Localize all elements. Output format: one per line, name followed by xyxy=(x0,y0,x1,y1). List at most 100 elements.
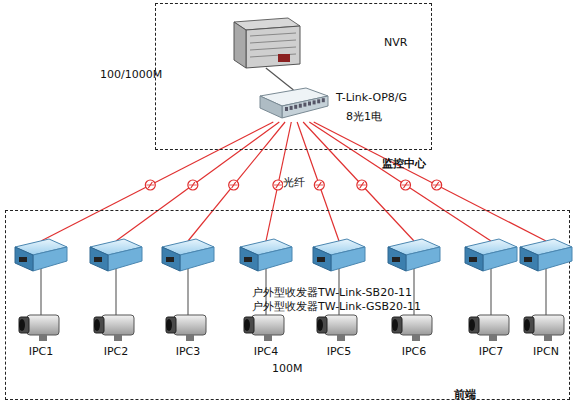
camera-unit: IPC3 xyxy=(160,237,216,362)
nvr-device: NVR xyxy=(226,16,301,68)
fiber-symbol-mark xyxy=(146,185,154,186)
camera-glass xyxy=(244,319,250,331)
camera-mount xyxy=(337,335,345,341)
switch-illustration xyxy=(256,86,331,122)
transceiver-side xyxy=(313,247,331,271)
camera-glass xyxy=(19,319,25,331)
camera-glass xyxy=(469,319,475,331)
fiber-symbol xyxy=(357,180,367,190)
transceiver-side xyxy=(90,247,108,271)
unit-illustration xyxy=(88,237,144,362)
annotation-label: 户外型收发器 xyxy=(252,286,318,299)
transceiver-side xyxy=(15,247,33,271)
transceiver-front xyxy=(33,247,67,271)
network-cable xyxy=(115,269,116,315)
camera-glass xyxy=(392,319,398,331)
unit-illustration xyxy=(13,237,69,362)
fiber-symbol xyxy=(314,180,324,190)
camera-glass xyxy=(94,319,100,331)
unit-illustration xyxy=(238,237,294,362)
network-cable xyxy=(490,269,491,315)
fiber-symbol-mark xyxy=(230,185,238,186)
nvr-slot xyxy=(250,40,296,43)
fiber-symbol-mark xyxy=(189,185,197,186)
camera-name: IPC3 xyxy=(160,345,216,358)
transceiver-port xyxy=(524,257,532,262)
transceiver-port xyxy=(166,257,174,262)
fiber-link xyxy=(41,122,273,241)
transceiver-side xyxy=(388,247,406,271)
fiber-symbol-mark xyxy=(358,185,366,186)
link-label: 100/1000M xyxy=(100,68,162,81)
camera-unit: IPC6 xyxy=(386,237,442,362)
fiber-symbol-ring xyxy=(188,180,198,190)
camera-name: IPC1 xyxy=(13,345,69,358)
camera-lens xyxy=(317,317,327,333)
transceiver-front xyxy=(331,247,365,271)
camera-name: IPCN xyxy=(518,345,574,358)
switch-port xyxy=(294,105,297,109)
camera-unit: IPC4 xyxy=(238,237,294,362)
transceiver-side xyxy=(465,247,483,271)
camera-name: IPC4 xyxy=(238,345,294,358)
zone-title: 前端 xyxy=(454,388,476,401)
camera-mount xyxy=(186,335,194,341)
unit-illustration xyxy=(463,237,519,362)
fiber-symbol xyxy=(145,180,155,190)
switch-port xyxy=(290,106,293,110)
device-name: NVR xyxy=(384,36,407,49)
transceiver-front xyxy=(483,247,517,271)
camera-unit: IPC5 xyxy=(311,237,367,362)
fiber-symbol-ring xyxy=(400,180,410,190)
fiber-link xyxy=(116,122,279,241)
camera-body xyxy=(102,315,134,335)
transceiver-side xyxy=(240,247,258,271)
fiber-symbol-mark xyxy=(315,185,323,186)
camera-lens xyxy=(166,317,176,333)
fiber-link xyxy=(314,122,546,241)
camera-body xyxy=(532,315,564,335)
camera-unit: IPCN xyxy=(518,237,574,362)
transceiver-port xyxy=(317,257,325,262)
switch-port xyxy=(322,98,325,102)
network-cable xyxy=(545,269,546,315)
transceiver-port xyxy=(94,257,102,262)
switch-port xyxy=(317,99,320,103)
switch-side xyxy=(260,96,282,118)
switch-port xyxy=(303,103,306,107)
fiber-symbol-mark xyxy=(401,185,409,186)
transceiver-front xyxy=(538,247,572,271)
unit-illustration xyxy=(518,237,574,362)
annotation-label: TW-Link-GSB20-11 xyxy=(318,300,421,313)
camera-mount xyxy=(264,335,272,341)
transceiver-port xyxy=(244,257,252,262)
fiber-symbol xyxy=(432,180,442,190)
camera-lens xyxy=(19,317,29,333)
camera-unit: IPC7 xyxy=(463,237,519,362)
camera-name: IPC5 xyxy=(311,345,367,358)
zone-box: 监控中心NVRT-Link-OP8/G8光1电 xyxy=(155,3,432,150)
camera-unit: IPC2 xyxy=(88,237,144,362)
network-cable xyxy=(40,269,41,315)
camera-body xyxy=(477,315,509,335)
transceiver-side xyxy=(520,247,538,271)
camera-body xyxy=(400,315,432,335)
fiber-link xyxy=(309,122,491,241)
fiber-symbol xyxy=(229,180,239,190)
switch-port xyxy=(308,102,311,106)
camera-body xyxy=(325,315,357,335)
fiber-symbol-ring xyxy=(229,180,239,190)
device-name: T-Link-OP8/G xyxy=(336,91,407,104)
camera-lens xyxy=(524,317,534,333)
camera-mount xyxy=(114,335,122,341)
network-cable xyxy=(187,269,188,315)
transceiver-port xyxy=(19,257,27,262)
fiber-symbol xyxy=(273,180,283,190)
camera-lens xyxy=(469,317,479,333)
zone-title: 监控中心 xyxy=(382,157,426,170)
camera-glass xyxy=(166,319,172,331)
transceiver-port xyxy=(392,257,400,262)
transceiver-front xyxy=(258,247,292,271)
camera-lens xyxy=(392,317,402,333)
